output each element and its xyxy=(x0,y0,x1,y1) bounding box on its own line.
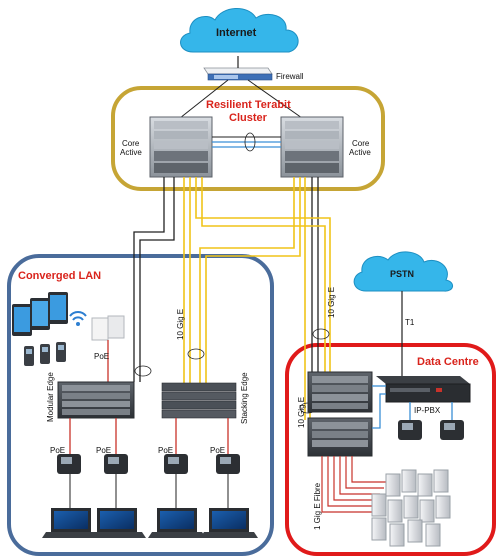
ip-pbx-label: IP-PBX xyxy=(414,406,441,415)
firewall-icon xyxy=(203,67,273,81)
pstn-cloud-icon xyxy=(353,251,453,292)
access-point-icon xyxy=(91,315,125,341)
laptop-icon xyxy=(148,508,206,538)
poe-ap-label: PoE xyxy=(94,352,110,361)
wireless-devices-icon xyxy=(12,292,68,366)
stacking-edge-label: Stacking Edge xyxy=(240,372,249,424)
dc-edge-switch-icon xyxy=(307,417,373,457)
server-rack-icon xyxy=(371,469,451,547)
data-centre-title: Data Centre xyxy=(417,356,479,368)
ip-phone-icon xyxy=(440,420,464,440)
poe-phone-label: PoE xyxy=(50,446,66,455)
ip-phone-icon xyxy=(164,454,188,474)
modular-edge-switch-icon xyxy=(57,381,135,419)
ten-gig-dc-label: 10 Gig E xyxy=(297,396,306,428)
core-right-label-1: Core xyxy=(352,139,370,148)
ten-gig-lan-label: 10 Gig E xyxy=(176,308,185,340)
t1-label: T1 xyxy=(405,318,415,327)
internet-cloud-icon xyxy=(180,8,299,53)
firewall-label: Firewall xyxy=(276,72,304,81)
ip-phone-icon xyxy=(104,454,128,474)
cluster-title-line2: Cluster xyxy=(229,112,267,124)
cluster-title-line1: Resilient Terabit xyxy=(206,99,291,111)
converged-lan-title: Converged LAN xyxy=(18,270,102,282)
ip-phone-icon xyxy=(57,454,81,474)
one-gig-fibre-label: 1 Gig E Fibre xyxy=(313,482,322,530)
ip-phone-icon xyxy=(398,420,422,440)
modular-edge-label: Modular Edge xyxy=(46,372,55,422)
laptop-icon xyxy=(42,508,100,538)
ip-phone-icon xyxy=(216,454,240,474)
core-left-label-2: Active xyxy=(120,148,142,157)
core-left-label-1: Core xyxy=(122,139,140,148)
pstn-label: PSTN xyxy=(390,269,415,279)
core-right-label-2: Active xyxy=(349,148,371,157)
ten-gig-pstn-label: 10 Gig E xyxy=(327,286,336,318)
wifi-icon xyxy=(69,311,87,326)
poe-phone-label: PoE xyxy=(210,446,226,455)
core-switch-right-icon xyxy=(280,116,344,178)
core-switch-left-icon xyxy=(149,116,213,178)
poe-phone-label: PoE xyxy=(158,446,174,455)
cluster-boundary xyxy=(111,86,385,191)
laptop-icon xyxy=(88,508,146,538)
internet-label: Internet xyxy=(216,27,257,39)
laptop-icon xyxy=(200,508,258,538)
stacking-edge-switch-icon xyxy=(161,382,237,419)
ip-pbx-icon xyxy=(376,376,471,403)
dc-core-switch-icon xyxy=(307,371,373,413)
poe-phone-label: PoE xyxy=(96,446,112,455)
data-centre-boundary xyxy=(285,343,496,556)
